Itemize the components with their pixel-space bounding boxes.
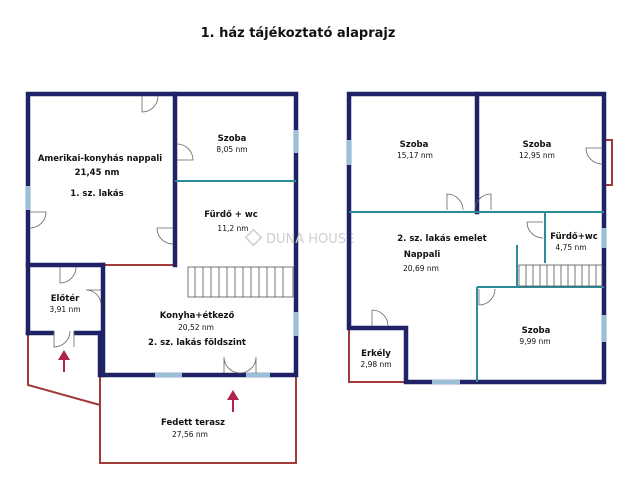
door-swing-icon: [526, 221, 544, 239]
room-name: Szoba: [522, 326, 551, 336]
room-note: 1. sz. lakás: [70, 189, 123, 199]
ground-outer-wall: [25, 91, 299, 378]
room-area: 20,69 nm: [403, 264, 439, 273]
room-name: Erkély: [361, 348, 391, 359]
room-name: Nappali: [404, 250, 441, 260]
terrace-outline: [99, 375, 297, 464]
plan-title: 1. ház tájékoztató alaprajz: [201, 26, 396, 41]
balcony-outline: [348, 328, 406, 383]
room-name: Szoba: [400, 140, 429, 150]
room-area: 21,45 nm: [75, 168, 120, 178]
door-swing-icon: [85, 289, 102, 306]
entrance-outline: [27, 333, 101, 406]
entrance-arrow-icon: [58, 350, 70, 372]
staircase-icon: [187, 266, 294, 298]
room-note: 2. sz. lakás emelet: [397, 234, 486, 244]
door-swing-icon: [478, 288, 496, 306]
room-area: 20,52 nm: [178, 323, 214, 332]
duna-house-logo-icon: DUNA HOUSE: [244, 228, 354, 247]
room-name: Fürdő + wc: [204, 210, 257, 220]
door-swing-icon: [59, 266, 77, 284]
watermark: DUNA HOUSE: [266, 232, 354, 247]
door-swing-icon: [474, 193, 492, 211]
room-area: 15,17 nm: [397, 151, 433, 160]
door-swing-icon: [53, 330, 75, 348]
door-swing-icon: [141, 95, 159, 113]
room-name: Előtér: [51, 293, 80, 304]
room-area: 9,99 nm: [519, 337, 550, 346]
room-name: Konyha+étkező: [160, 310, 235, 321]
ground-floor-plan: Amerikai-konyhás nappali 21,45 nm 1. sz.…: [25, 91, 299, 464]
room-area: 12,95 nm: [519, 151, 555, 160]
door-swing-icon: [176, 143, 194, 161]
door-swing-icon: [446, 193, 464, 211]
room-area: 2,98 nm: [360, 360, 391, 369]
balcony-bay-outline: [604, 139, 613, 186]
room-name: Fürdő+wc: [550, 232, 598, 242]
room-name: Szoba: [523, 140, 552, 150]
room-name: Amerikai-konyhás nappali: [38, 154, 162, 164]
room-name: Szoba: [218, 134, 247, 144]
door-swing-icon: [371, 309, 389, 327]
entrance-arrow-icon: [227, 390, 239, 412]
room-name: Fedett terasz: [161, 418, 225, 428]
room-note: 2. sz. lakás földszint: [148, 338, 246, 348]
staircase-icon: [518, 264, 603, 287]
room-area: 11,2 nm: [217, 224, 248, 233]
room-area: 27,56 nm: [172, 430, 208, 439]
door-swing-icon: [29, 211, 47, 229]
door-swing-icon: [585, 147, 603, 165]
upper-floor-plan: Szoba 15,17 nm Szoba 12,95 nm Nappali 20…: [346, 91, 613, 385]
upper-outer-wall: [346, 91, 607, 385]
room-area: 3,91 nm: [49, 305, 80, 314]
terrace-double-door-icon: [223, 356, 257, 374]
door-swing-icon: [156, 227, 174, 245]
room-area: 8,05 nm: [216, 145, 247, 154]
room-area: 4,75 nm: [555, 243, 586, 252]
